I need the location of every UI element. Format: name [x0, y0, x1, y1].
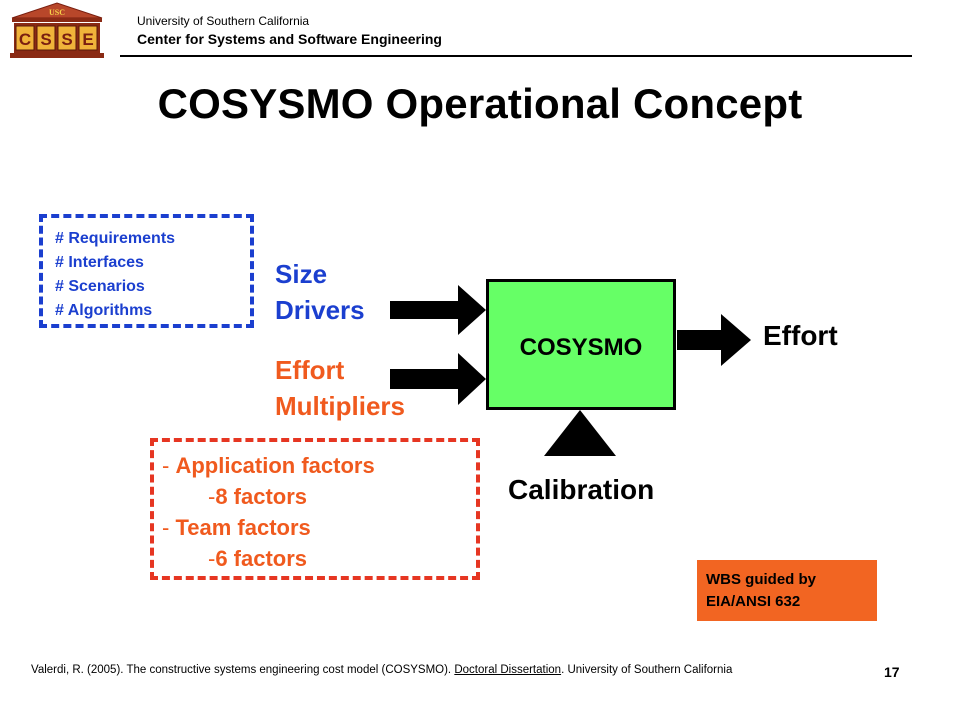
footer-citation: Valerdi, R. (2005). The constructive sys… — [31, 664, 733, 676]
size-drivers-label: Size Drivers — [275, 259, 365, 325]
cosysmo-label: COSYSMO — [519, 334, 643, 361]
wbs-note-text: WBS guided by EIA/ANSI 632 — [706, 571, 816, 610]
cosysmo-model-box: COSYSMO — [486, 279, 676, 410]
factor-subitem: -6 factors — [208, 546, 308, 571]
size-driver-item: # Scenarios — [55, 278, 145, 295]
org-center: Center for Systems and Software Engineer… — [137, 31, 442, 47]
size-drivers-box: # Requirements # Interfaces # Scenarios … — [39, 214, 254, 328]
size-driver-item: # Algorithms — [55, 302, 153, 319]
page-number: 17 — [884, 664, 900, 680]
effort-output-label: Effort — [763, 320, 838, 351]
wbs-note-box: WBS guided by EIA/ANSI 632 — [697, 560, 877, 621]
svg-text:S: S — [61, 30, 72, 49]
org-university: University of Southern California — [137, 14, 310, 28]
effort-output-arrow — [677, 314, 751, 366]
size-drivers-arrow — [390, 285, 486, 335]
factor-item: - Team factors — [162, 515, 311, 540]
size-driver-item: # Requirements — [55, 230, 176, 247]
effort-multipliers-arrow — [390, 353, 486, 405]
calibration-triangle — [544, 410, 616, 456]
svg-text:USC: USC — [49, 8, 65, 17]
slide-title: COSYSMO Operational Concept — [157, 80, 803, 127]
factor-item: - Application factors — [162, 453, 375, 478]
svg-text:E: E — [82, 30, 93, 49]
size-driver-item: # Interfaces — [55, 254, 144, 271]
calibration-label: Calibration — [508, 474, 655, 505]
effort-multipliers-label: Effort Multipliers — [275, 355, 406, 421]
svg-text:S: S — [40, 30, 51, 49]
usc-csse-logo: USC C S S E — [10, 2, 104, 58]
svg-text:C: C — [19, 30, 31, 49]
factor-subitem: -8 factors — [208, 484, 308, 509]
effort-factors-box: - Application factors -8 factors - Team … — [150, 438, 480, 580]
dissertation-link: Doctoral Dissertation — [454, 664, 562, 676]
header-divider — [120, 55, 912, 57]
